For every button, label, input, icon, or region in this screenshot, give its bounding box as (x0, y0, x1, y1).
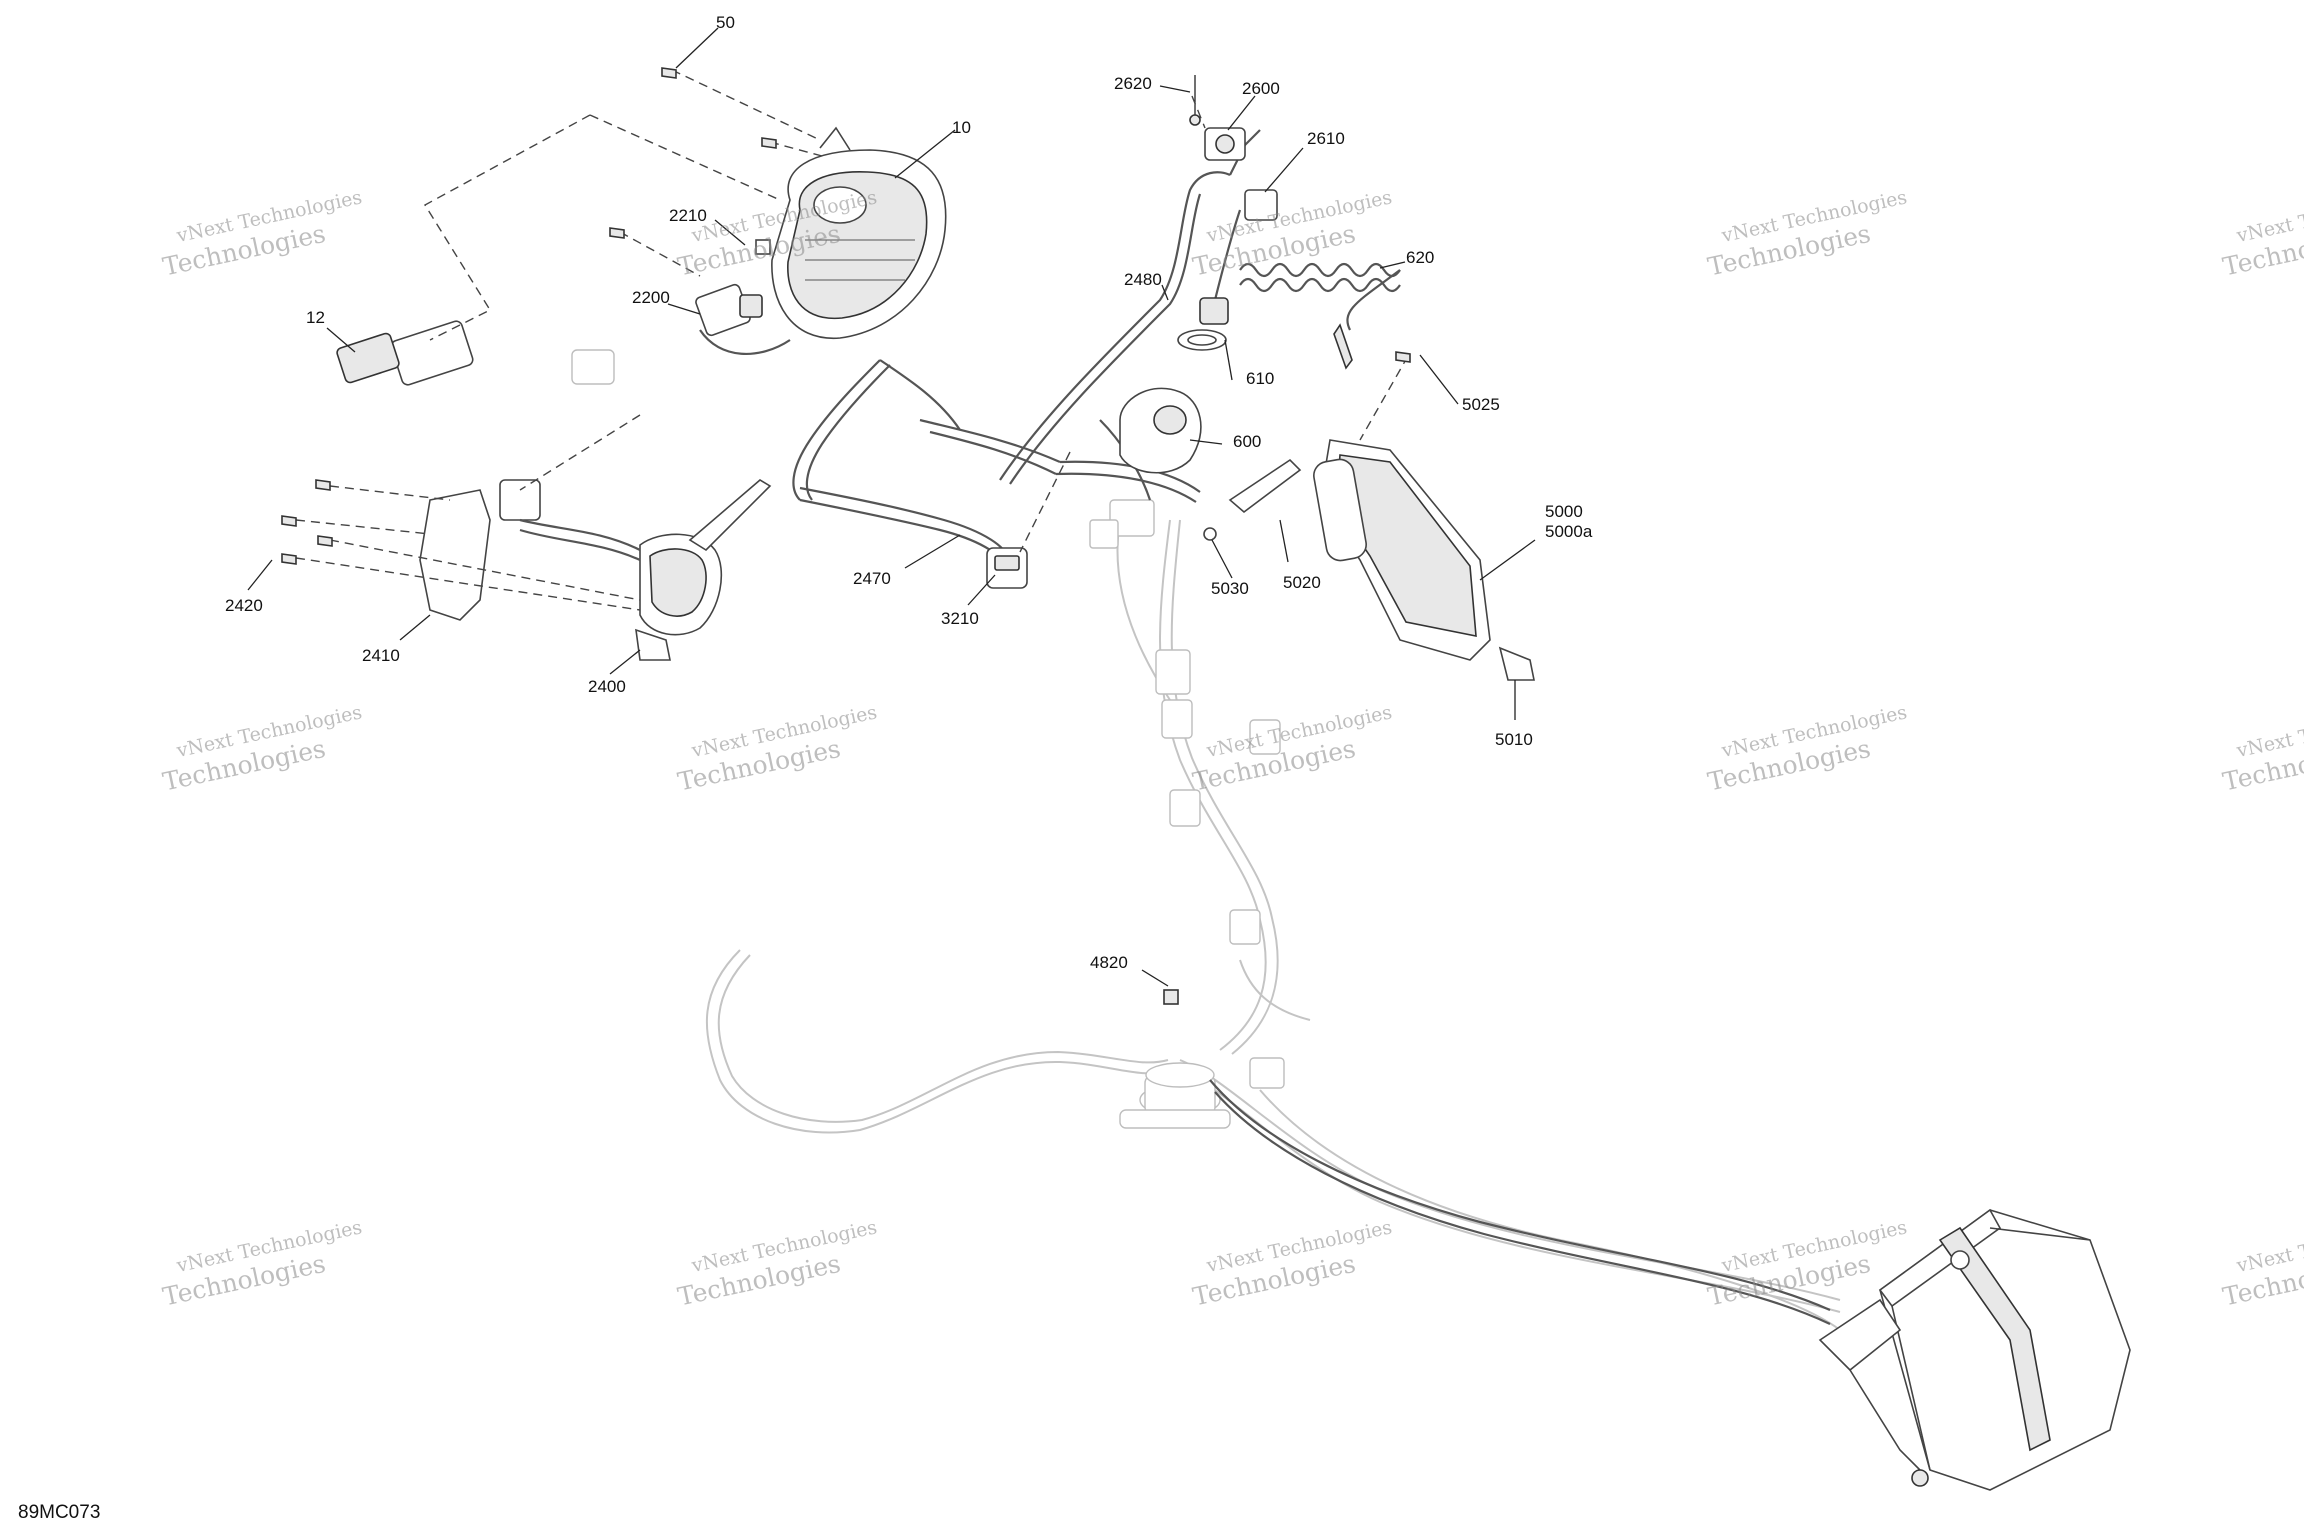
callout-5030: 5030 (1211, 579, 1249, 598)
watermark: vNext Technologies Technologies (1705, 186, 1909, 281)
connector-3210 (986, 547, 1028, 589)
handlebar-switch-2400 (419, 479, 772, 661)
callout-4820: 4820 (1090, 953, 1128, 972)
tether-switch-600 (1119, 297, 1229, 474)
callout-5000: 5000 (1545, 502, 1583, 521)
callout-2480: 2480 (1124, 270, 1162, 289)
callout-12: 12 (306, 308, 325, 327)
display-cluster-10 (771, 126, 947, 339)
drawing-code: 89MC073 (18, 1502, 101, 1523)
coiled-cord-620 (1239, 262, 1401, 370)
assembly-lines (295, 69, 1409, 611)
callout-2420: 2420 (225, 596, 263, 615)
callout-2410: 2410 (362, 646, 400, 665)
callout-5000a: 5000a (1545, 522, 1593, 541)
watermark: vNext Technologies Technologies (1190, 186, 1394, 281)
watermark: vNext Technologies Technologies (675, 1216, 879, 1311)
callout-2400: 2400 (588, 677, 626, 696)
callout-2620: 2620 (1114, 74, 1152, 93)
solenoid-4820 (1119, 989, 1231, 1129)
callout-2610: 2610 (1307, 129, 1345, 148)
key-switch-2600 (1189, 75, 1278, 221)
screws (281, 67, 1411, 565)
watermarks: vNext Technologies Technologies vNext Te… (160, 186, 2304, 1311)
battery-box (1818, 1208, 2131, 1491)
watermark: vNext Technologies Technologies (160, 1216, 364, 1311)
callout-2600: 2600 (1242, 79, 1280, 98)
callout-5020: 5020 (1283, 573, 1321, 592)
callout-610: 610 (1246, 369, 1274, 388)
callout-3210: 3210 (941, 609, 979, 628)
harness-connectors-faint (1089, 499, 1285, 1089)
loose-connector (571, 349, 615, 385)
callout-600: 600 (1233, 432, 1261, 451)
callout-5025: 5025 (1462, 395, 1500, 414)
callout-2210: 2210 (669, 206, 707, 225)
connector-2200 (695, 239, 791, 356)
callout-2200: 2200 (632, 288, 670, 307)
watermark: vNext Technologies Technologies (2220, 701, 2304, 796)
battery-cable (1209, 1079, 1831, 1325)
connector-12 (336, 320, 474, 386)
main-harness-faint (705, 519, 1841, 1331)
leader-lines (247, 27, 1536, 987)
watermark: vNext Technologies Technologies (1190, 1216, 1394, 1311)
callout-2470: 2470 (853, 569, 891, 588)
watermark: vNext Technologies Technologies (160, 701, 364, 796)
watermark: vNext Technologies Technologies (160, 186, 364, 281)
watermark: vNext Technologies Technologies (675, 701, 879, 796)
watermark: vNext Technologies Technologies (1190, 701, 1394, 796)
watermark: vNext Technologies Technologies (2220, 1216, 2304, 1311)
callouts: 50 10 12 2210 2200 2620 2600 2610 620 24… (225, 13, 1593, 972)
watermark: vNext Technologies Technologies (2220, 186, 2304, 281)
callout-5010: 5010 (1495, 730, 1533, 749)
callout-50: 50 (716, 13, 735, 32)
callout-620: 620 (1406, 248, 1434, 267)
callout-10: 10 (952, 118, 971, 137)
watermark: vNext Technologies Technologies (1705, 701, 1909, 796)
ecm-5000 (1203, 439, 1535, 681)
